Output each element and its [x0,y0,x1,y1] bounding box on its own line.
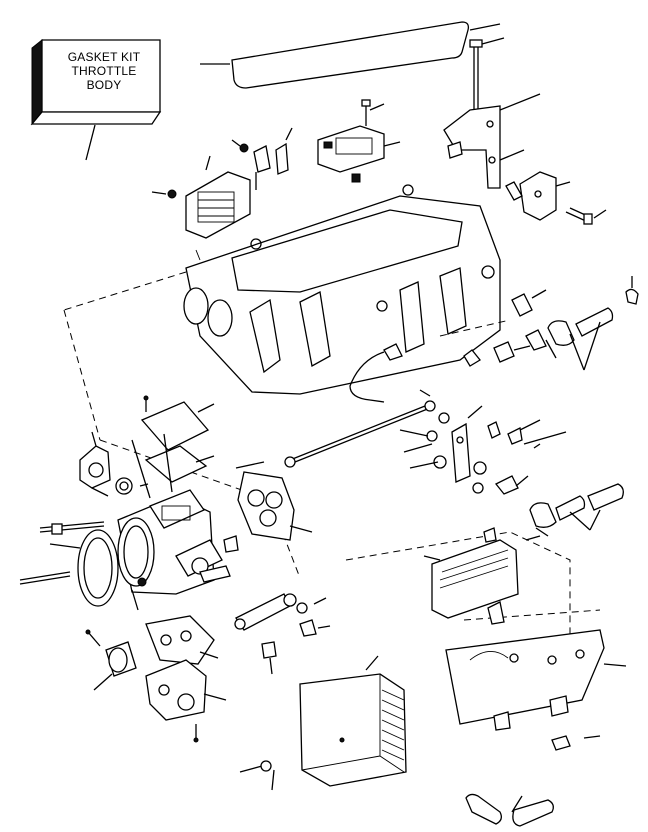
gasket-kit-label: GASKET KIT THROTTLE BODY [44,50,164,92]
coolant-sensor [511,276,639,371]
throttle-inlet-ring [19,521,147,611]
gasket-kit-label-line3: BODY [86,78,122,92]
gasket-kit-label-line1: GASKET KIT [67,50,141,64]
bracket-block [505,171,607,225]
throttle-body [117,433,231,595]
idle-air-control [85,615,227,743]
oil-cooler [239,655,407,791]
linkage-hardware [399,405,567,495]
hoses-bottom [465,793,554,827]
throttle-lever [223,535,331,675]
throttle-linkage-rod [284,389,436,468]
sensor-wire [349,341,531,403]
mounting-bracket [443,37,541,189]
gasket-kit-box [30,38,162,161]
throttle-position-sensor [79,431,149,497]
electronic-module-lower [423,527,541,625]
control-module [151,155,251,239]
throttle-body-gasket [235,461,313,541]
hose-set-lower [529,483,624,537]
throttle-cover-plate [140,395,215,483]
small-clip-parts [231,127,293,190]
intake-manifold [183,184,501,395]
gasket-kit-label-line2: THROTTLE [71,64,137,78]
ignition-module-top [317,99,401,183]
module-mounting-plate [445,629,627,751]
intake-cover-gasket [200,21,501,89]
